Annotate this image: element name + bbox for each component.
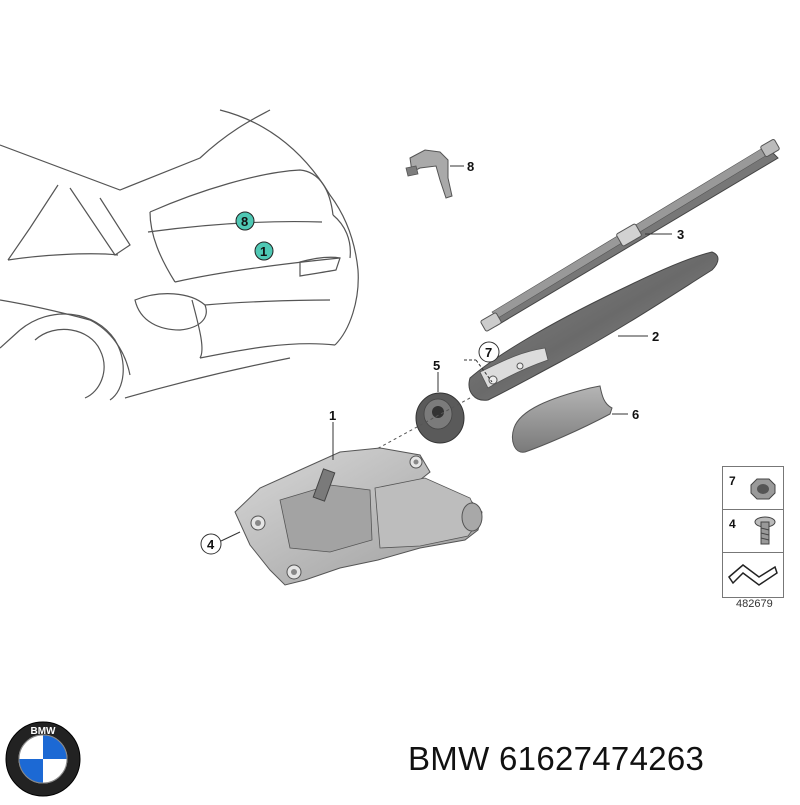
bolt-icon [754, 516, 776, 545]
bmw-logo: BMW [5, 721, 81, 797]
callout-7-marker: 7 [464, 341, 500, 383]
callout-3: 3 [677, 227, 684, 242]
callout-2: 2 [652, 329, 659, 344]
alignment-line [319, 397, 471, 481]
car-callout-8: 8 [235, 211, 255, 231]
callout-1: 1 [329, 408, 336, 423]
washer-nozzle-part-8 [405, 149, 464, 199]
part-number-label: BMW 61627474263 [408, 740, 705, 777]
diagram-id: 482679 [736, 598, 773, 610]
wiper-motor-part-1 [234, 422, 483, 586]
legend-label-7: 7 [729, 474, 736, 488]
legend-row-view [723, 553, 783, 597]
fastener-legend: 7 4 [722, 466, 784, 598]
svg-text:4: 4 [207, 537, 215, 552]
legend-row-bolt: 4 [723, 510, 783, 553]
car-callout-1: 1 [254, 241, 274, 261]
callout-6: 6 [632, 407, 639, 422]
callout-5: 5 [433, 358, 440, 373]
legend-row-nut: 7 [723, 467, 783, 510]
legend-label-4: 4 [729, 517, 736, 531]
svg-text:7: 7 [485, 345, 492, 360]
svg-text:BMW: BMW [31, 726, 57, 737]
wiper-arm-part-2 [468, 251, 719, 401]
svg-text:1: 1 [260, 244, 267, 259]
svg-text:8: 8 [241, 214, 248, 229]
nut-icon [750, 478, 776, 500]
callout-4-marker: 4 [200, 531, 241, 555]
view-direction-icon [728, 564, 778, 586]
callout-8: 8 [467, 159, 474, 174]
grommet-part-5 [415, 372, 465, 444]
cover-cap-part-6 [511, 385, 628, 453]
wiper-blade-part-3 [480, 139, 780, 332]
car-rear-outline [0, 109, 359, 401]
